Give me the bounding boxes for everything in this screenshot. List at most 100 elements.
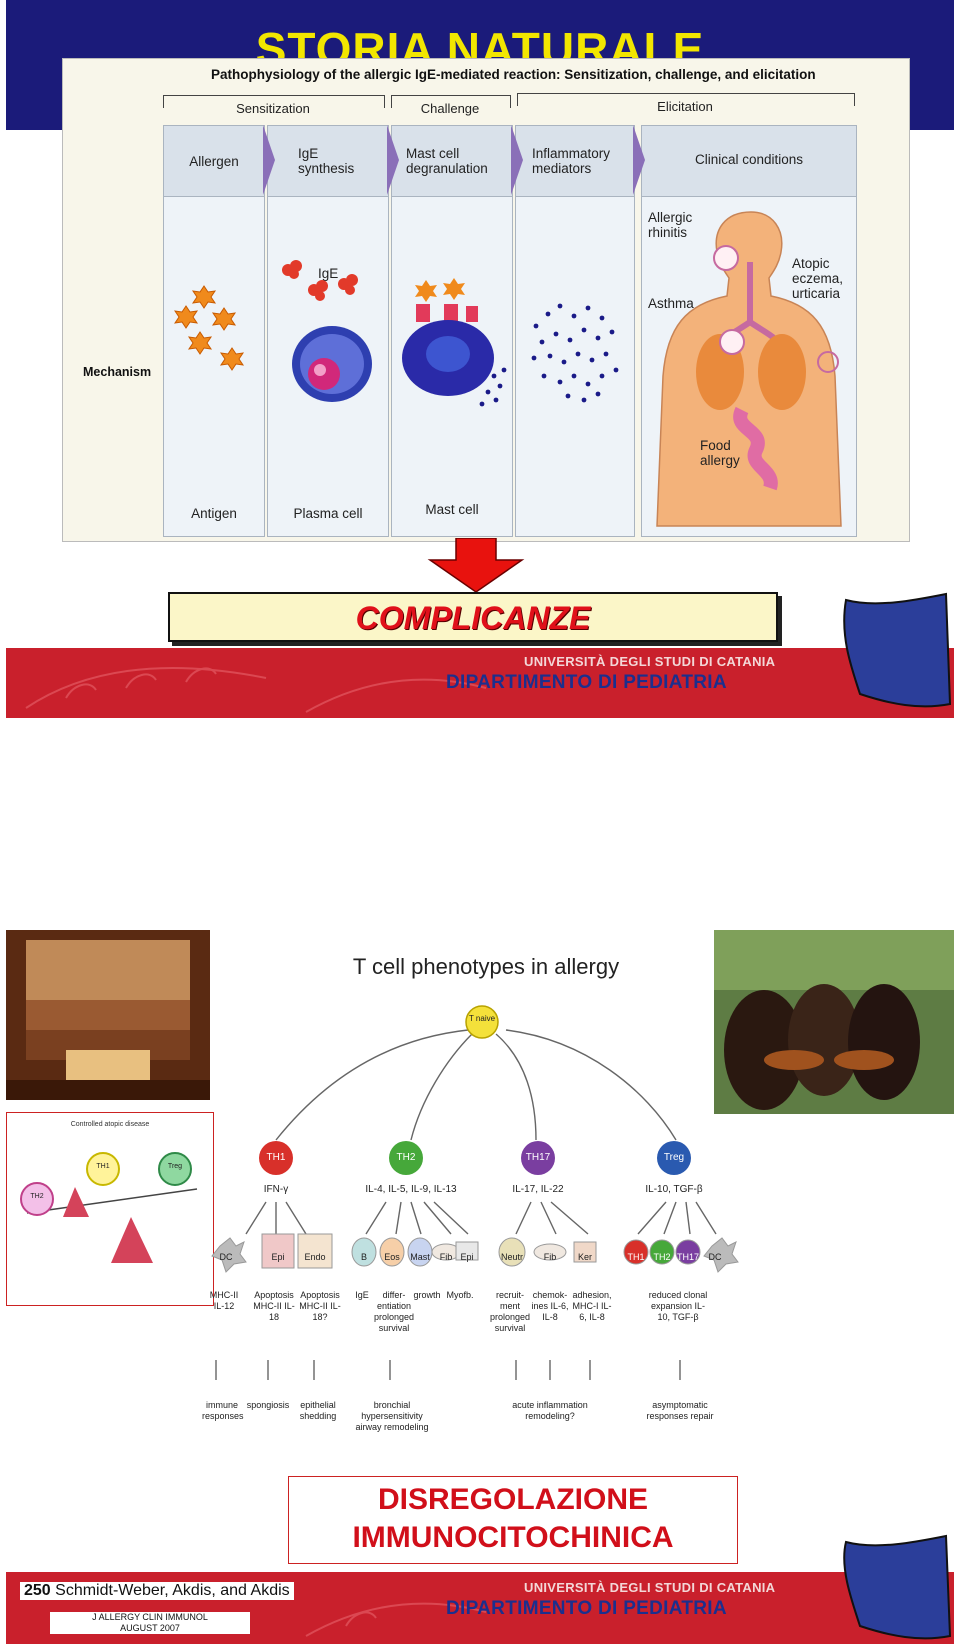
balance-cell-th2: TH2	[30, 1193, 44, 1200]
cytokines-th2: IL-4, IL-5, IL-9, IL-13	[365, 1184, 457, 1195]
balance-diagram: Controlled atopic disease TH2 TH1 Treg	[6, 1112, 214, 1306]
target-epi-th2: Epi	[460, 1252, 474, 1262]
cytokines-th1: IFN-γ	[263, 1184, 289, 1195]
column-header: Inflammatory mediators	[516, 126, 634, 197]
column-header: Allergen	[164, 126, 264, 197]
bracket-challenge	[391, 95, 511, 108]
outcome-epithelial-shedding: epithelial shedding	[299, 1400, 337, 1421]
outcome-immune-responses: immune responses	[202, 1400, 244, 1421]
callout-disregolazione: DISREGOLAZIONE	[377, 1483, 648, 1516]
callout-box: COMPLICANZE	[168, 592, 778, 642]
label-antigen: Antigen	[191, 506, 237, 521]
orchestra-image-icon	[714, 930, 954, 1114]
t-cell-tree-diagram	[211, 1005, 739, 1380]
sicily-map-icon	[843, 1534, 952, 1640]
leaf-pattern-icon	[305, 1602, 487, 1637]
effect-th17-recruitment: recruit- ment prolonged survival	[490, 1290, 531, 1333]
mediators-dots-icon	[531, 303, 619, 403]
target-epi: Epi	[271, 1252, 285, 1262]
arrow-down-icon	[427, 538, 525, 593]
header-ige-synthesis: IgE synthesis	[298, 146, 355, 176]
journal-info: J ALLERGY CLIN IMMUNOL AUGUST 2007	[50, 1612, 250, 1634]
cytokines-treg: IL-10, TGF-β	[645, 1184, 703, 1195]
callout-box: DISREGOLAZIONE IMMUNOCITOCHINICA	[288, 1476, 738, 1564]
effect-th17-adhesion: adhesion, MHC-I IL-6, IL-8	[572, 1290, 612, 1322]
target-b: B	[360, 1252, 367, 1262]
figure-title: T cell phenotypes in allergy	[352, 954, 620, 979]
effect-th1-endo: Apoptosis MHC-II IL-18?	[299, 1290, 341, 1322]
mechanism-label: Mechanism	[83, 365, 152, 379]
slide-t-cell-phenotypes: Controlled atopic disease TH2 TH1 Treg T…	[6, 930, 954, 1644]
label-asthma: Asthma	[648, 296, 694, 311]
column-header: IgE synthesis	[268, 126, 388, 197]
target-eos: Eos	[384, 1252, 400, 1262]
citation-authors: Schmidt-Weber, Akdis, and Akdis	[55, 1582, 290, 1599]
citation: 250 Schmidt-Weber, Akdis, and Akdis	[20, 1582, 294, 1600]
bracket-sensitization	[163, 95, 385, 108]
chevron-right-icon	[633, 125, 645, 195]
pathophysiology-figure: Pathophysiology of the allergic IgE-medi…	[62, 58, 910, 542]
cell-th17: TH17	[525, 1152, 551, 1163]
effect-th1-epi: Apoptosis MHC-II IL-18	[253, 1290, 295, 1322]
header-inflammatory-mediators: Inflammatory mediators	[532, 146, 611, 176]
target-fib: Fib	[439, 1252, 453, 1262]
sicily-map-icon	[843, 592, 952, 708]
target-ker: Ker	[577, 1252, 592, 1262]
orchestra-photo	[714, 930, 954, 1114]
balance-title: Controlled atopic disease	[70, 1121, 150, 1128]
effect-th2-ige: IgE	[355, 1290, 369, 1300]
effect-th17-chemokines: chemok- ines IL-6, IL-8	[531, 1290, 569, 1322]
plasma-cell-icon	[282, 260, 372, 402]
cytokines-th17: IL-17, IL-22	[512, 1184, 564, 1195]
footer-university: UNIVERSITÀ DEGLI STUDI DI CATANIA	[524, 654, 776, 669]
column-allergen: Allergen Antigen	[163, 125, 265, 537]
column-ige-synthesis: IgE synthesis IgE Plasma cell	[267, 125, 389, 537]
outcome-spongiosis: spongiosis	[246, 1400, 290, 1410]
header-allergen: Allergen	[189, 154, 239, 169]
target-endo: Endo	[304, 1252, 326, 1262]
target-dc-treg: DC	[708, 1252, 722, 1262]
footer-department: DIPARTIMENTO DI PEDIATRIA	[446, 672, 727, 693]
target-th2: TH2	[653, 1252, 671, 1262]
cell-th1: TH1	[266, 1152, 286, 1163]
footer: 250 Schmidt-Weber, Akdis, and Akdis J AL…	[6, 1534, 954, 1644]
theater-photo	[6, 930, 210, 1100]
effect-th2-myofb: Myofb.	[446, 1290, 474, 1300]
target-neutr: Neutr	[500, 1252, 523, 1262]
journal-date: AUGUST 2007	[120, 1623, 180, 1633]
antigen-icon	[174, 285, 245, 371]
header-mast-cell-degranulation: Mast cell degranulation	[406, 146, 488, 176]
chevron-right-icon	[511, 125, 523, 195]
column-inflammatory-mediators: Inflammatory mediators	[515, 125, 635, 537]
journal-name: J ALLERGY CLIN IMMUNOL	[92, 1612, 208, 1622]
callout-immunocitochinica: IMMUNOCITOCHINICA	[352, 1521, 674, 1554]
phase-challenge: Challenge	[420, 101, 480, 116]
effect-th1-dc: MHC-II IL-12	[209, 1290, 239, 1311]
figure-title: Pathophysiology of the allergic IgE-medi…	[211, 67, 816, 82]
balance-cell-th1: TH1	[96, 1163, 110, 1170]
chevron-right-icon	[263, 125, 275, 195]
callout-complicanze: COMPLICANZE	[355, 600, 591, 636]
balance-scale-icon	[20, 1152, 198, 1263]
outcome-asymptomatic: asymptomatic responses repair	[646, 1400, 714, 1421]
chevron-right-icon	[387, 125, 399, 195]
outcome-acute-inflammation: acute inflammation remodeling?	[512, 1400, 588, 1421]
effect-th2-growth: growth	[413, 1290, 441, 1300]
label-plasma-cell: Plasma cell	[293, 506, 363, 521]
label-atopic-eczema: Atopic eczema, urticaria	[792, 256, 844, 301]
balance-cell-treg: Treg	[167, 1163, 183, 1170]
effect-treg: reduced clonal expansion IL-10, TGF-β	[648, 1290, 708, 1322]
cell-t-naive: T naive	[468, 1014, 496, 1023]
column-clinical-conditions: Clinical conditions Allergic rhinitis As…	[641, 125, 857, 537]
header-clinical-conditions: Clinical conditions	[694, 152, 804, 167]
footer-department: DIPARTIMENTO DI PEDIATRIA	[446, 1598, 727, 1619]
human-body-icon	[656, 211, 842, 527]
slide-storia-naturale: STORIA NATURALE Pathophysiology of the a…	[6, 0, 954, 720]
mast-cell-icon	[402, 278, 507, 407]
footer-university: UNIVERSITÀ DEGLI STUDI DI CATANIA	[524, 1580, 776, 1595]
bracket-elicitation	[517, 93, 855, 106]
label-mast-cell: Mast cell	[425, 502, 479, 517]
leaf-pattern-icon	[25, 667, 487, 713]
footer: UNIVERSITÀ DEGLI STUDI DI CATANIA DIPART…	[6, 592, 954, 718]
label-allergic-rhinitis: Allergic rhinitis	[648, 210, 693, 240]
